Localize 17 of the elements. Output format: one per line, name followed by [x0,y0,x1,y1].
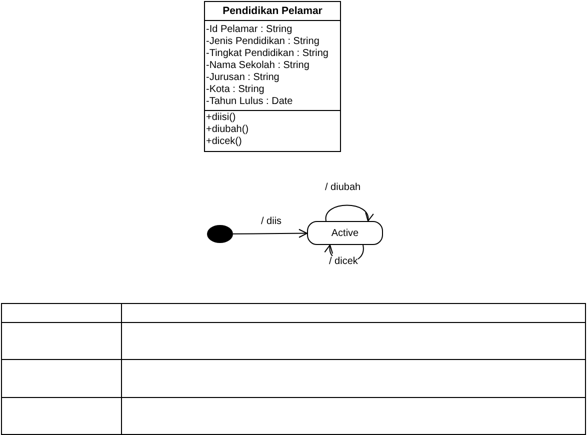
class-operation: +dicek() [205,136,243,148]
initial-state-dot [207,225,233,243]
class-attribute: -Tingkat Pendidikan : String [205,48,330,60]
class-attribute: -Nama Sekolah : String [205,60,310,72]
class-attribute: -Kota : String [205,84,266,96]
class-attribute: -Jurusan : String [205,72,280,84]
state-name: Active [331,228,359,238]
transition-arrow [232,228,308,238]
state-box [307,221,383,245]
class-attribute: -Tahun Lulus : Date [205,96,294,108]
transition-arrow [326,204,372,222]
class-name: Pendidikan Pelamar [205,2,340,21]
class-attribute: -Jenis Pendidikan : String [205,36,320,48]
class-box [204,1,341,152]
class-operation: +diubah() [205,124,250,136]
class-attribute: -Id Pelamar : String [205,24,294,36]
class-operation: +diisi() [205,112,237,124]
